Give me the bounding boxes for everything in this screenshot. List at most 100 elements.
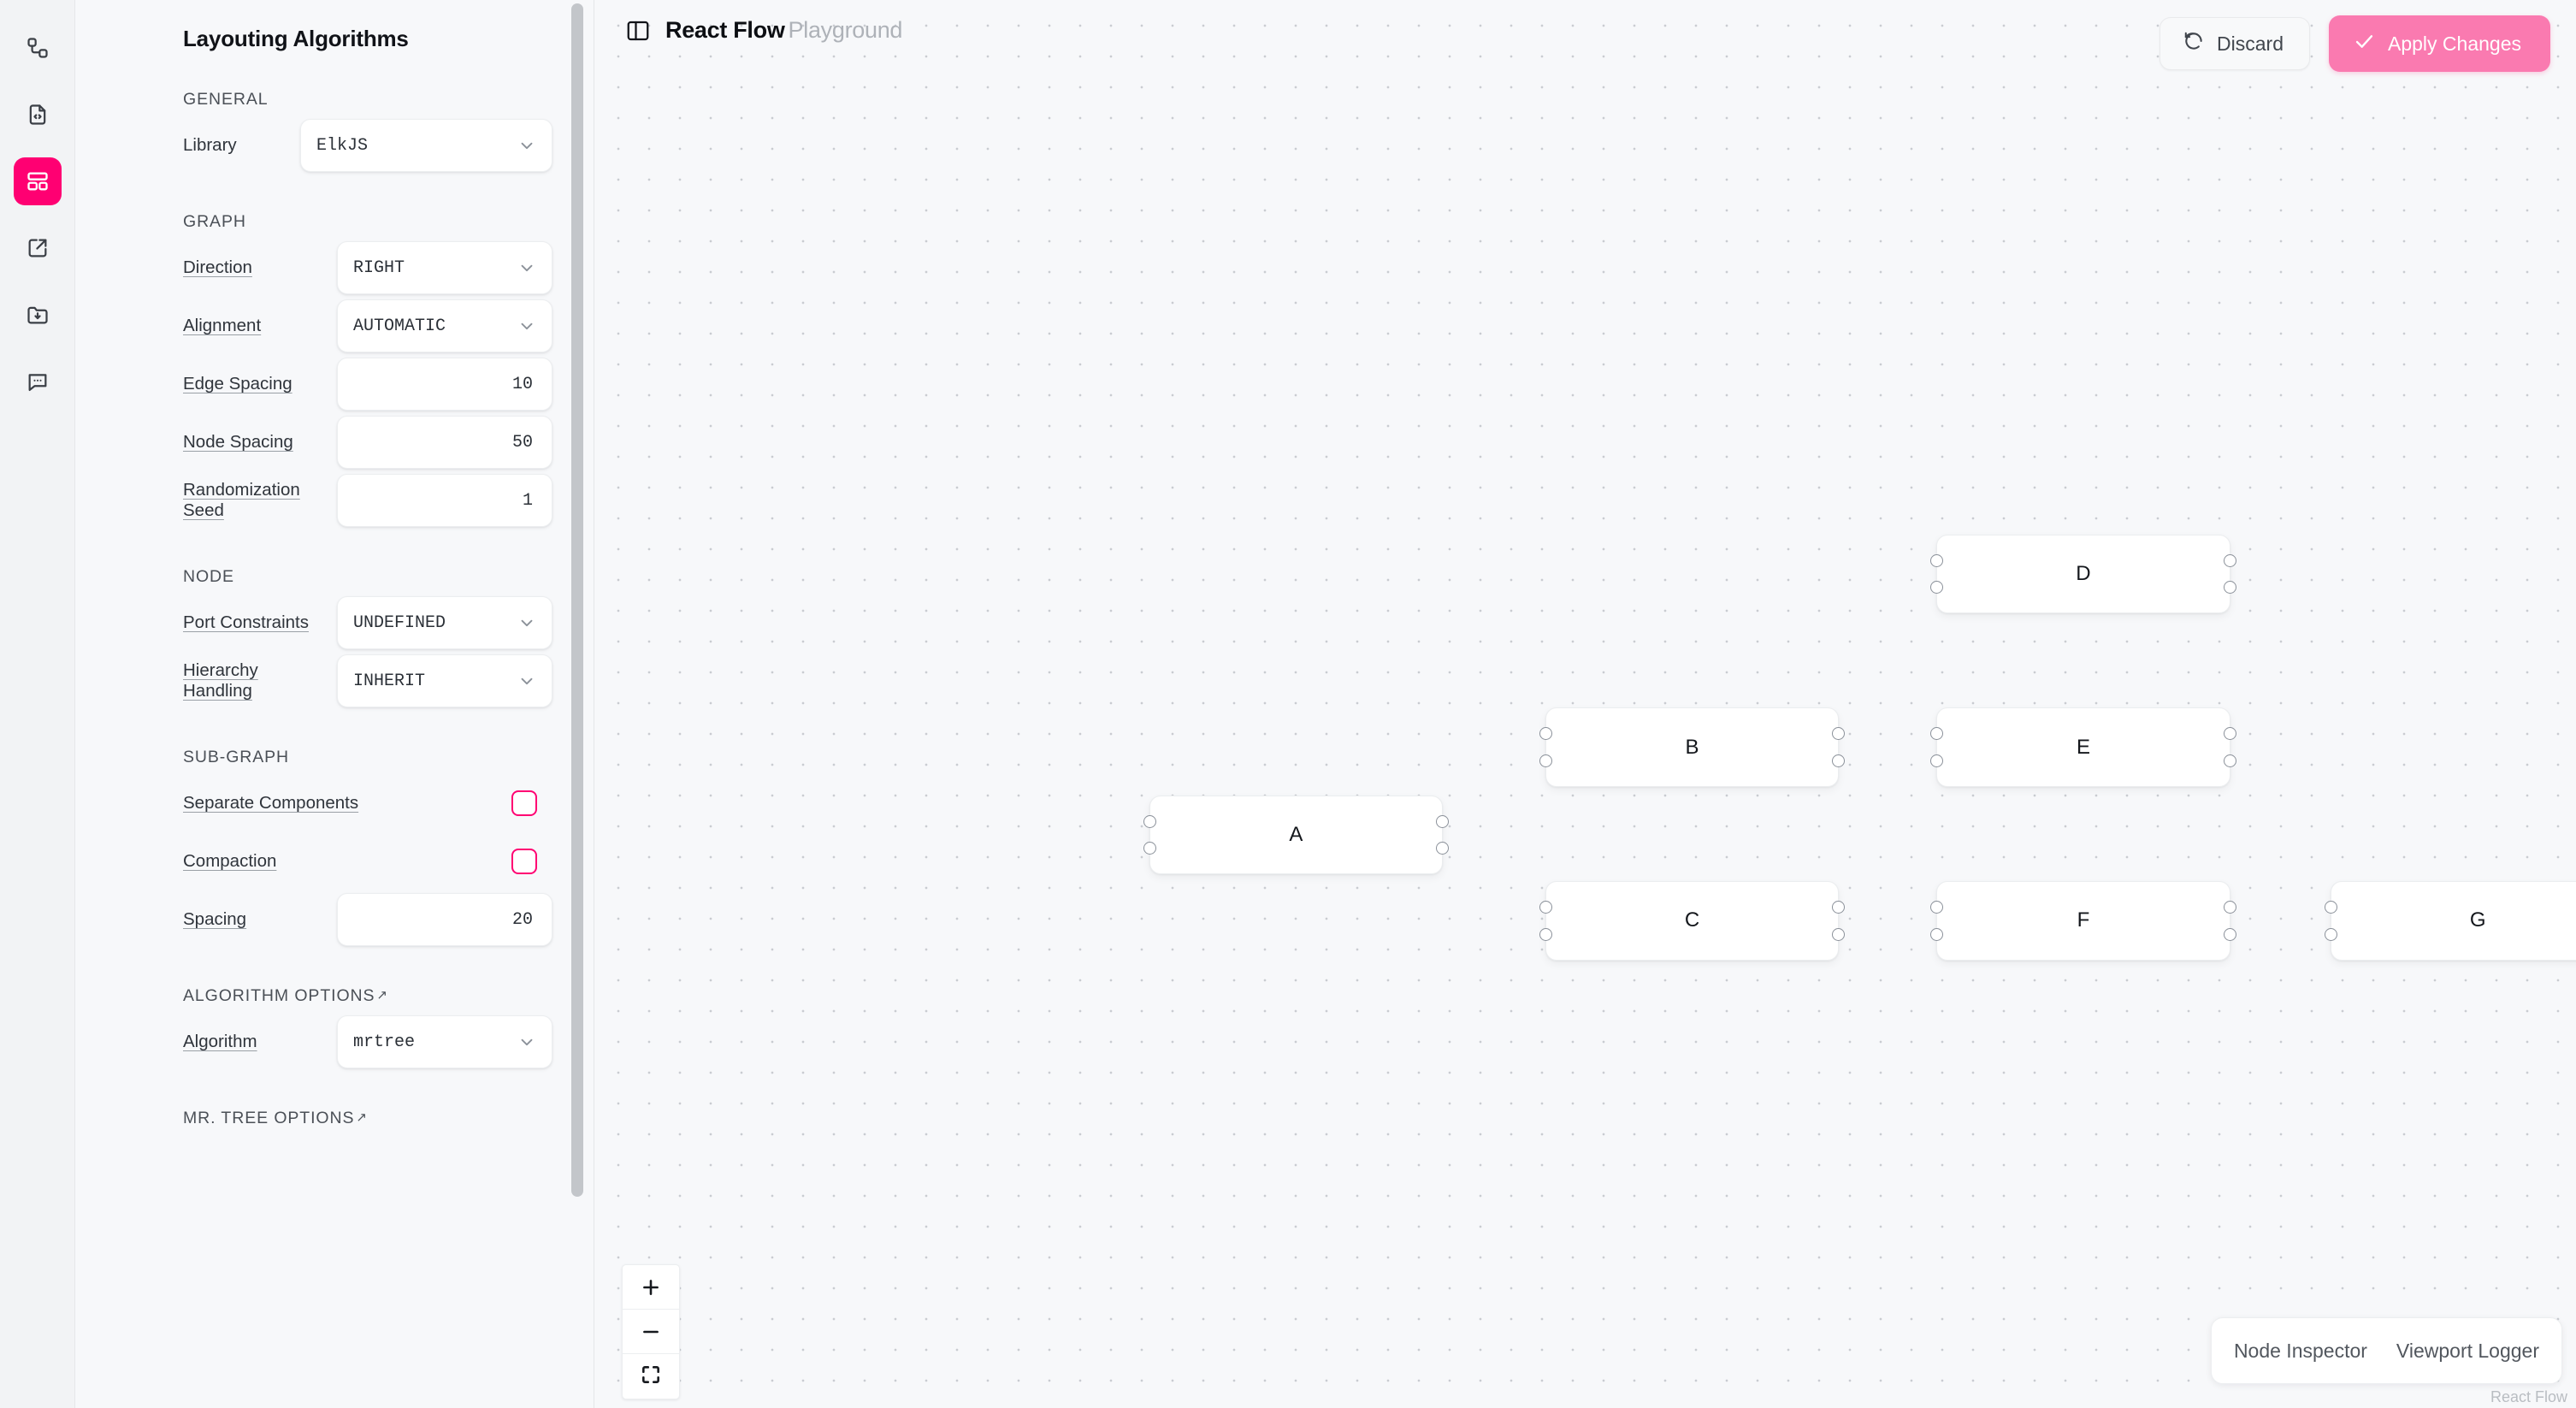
react-flow-attribution[interactable]: React Flow bbox=[2490, 1388, 2567, 1405]
setting-input-node-spacing[interactable]: 50 bbox=[337, 416, 552, 469]
node-handle[interactable] bbox=[1539, 727, 1552, 741]
zoom-controls bbox=[622, 1264, 680, 1399]
panel-toggle-icon[interactable] bbox=[625, 18, 651, 44]
apply-changes-button[interactable]: Apply Changes bbox=[2329, 15, 2550, 72]
setting-value-spacing: 20 bbox=[511, 909, 533, 930]
section-heading-graph: GRAPH bbox=[183, 212, 246, 231]
brand-name: React Flow bbox=[665, 17, 785, 43]
zoom-in-button[interactable] bbox=[623, 1265, 679, 1310]
fit-view-button[interactable] bbox=[623, 1354, 679, 1399]
setting-value-hierarchy-handling: INHERIT bbox=[353, 671, 426, 691]
node-handle[interactable] bbox=[1143, 814, 1156, 828]
node-handle[interactable] bbox=[1832, 901, 1846, 914]
setting-row-separate-components: Separate Components bbox=[75, 774, 552, 832]
flow-node-label: G bbox=[2469, 908, 2486, 932]
node-handle[interactable] bbox=[1832, 927, 1846, 941]
setting-input-spacing[interactable]: 20 bbox=[337, 893, 552, 946]
setting-value-edge-spacing: 10 bbox=[511, 374, 533, 394]
setting-select-library[interactable]: ElkJS bbox=[300, 119, 552, 172]
panel-title: Layouting Algorithms bbox=[183, 26, 409, 51]
node-handle[interactable] bbox=[1143, 842, 1156, 855]
node-handle[interactable] bbox=[1539, 927, 1552, 941]
node-handle[interactable] bbox=[2223, 901, 2236, 914]
devtools-tab-viewport-logger[interactable]: Viewport Logger bbox=[2396, 1339, 2539, 1362]
node-handle[interactable] bbox=[1539, 901, 1552, 914]
discard-label: Discard bbox=[2217, 32, 2284, 55]
devtools-tab-node-inspector[interactable]: Node Inspector bbox=[2233, 1339, 2367, 1362]
rail-item-workflow[interactable] bbox=[14, 24, 62, 72]
node-handle[interactable] bbox=[2325, 901, 2338, 914]
setting-input-randomization-seed[interactable]: 1 bbox=[337, 474, 552, 527]
external-link-arrow-icon: ↗ bbox=[356, 1110, 368, 1125]
node-handle[interactable] bbox=[2223, 553, 2236, 567]
flow-node[interactable]: B bbox=[1539, 707, 1846, 788]
flow-node-label: C bbox=[1684, 908, 1700, 932]
setting-select-direction[interactable]: RIGHT bbox=[337, 241, 552, 294]
zoom-out-button[interactable] bbox=[623, 1310, 679, 1354]
node-handle[interactable] bbox=[1832, 754, 1846, 768]
setting-label-edge-spacing: Edge Spacing bbox=[183, 374, 292, 393]
flow-node[interactable]: C bbox=[1539, 881, 1846, 961]
flow-node[interactable]: D bbox=[1930, 534, 2236, 614]
node-handle[interactable] bbox=[2325, 927, 2338, 941]
setting-value-alignment: AUTOMATIC bbox=[353, 316, 446, 336]
discard-button[interactable]: Discard bbox=[2159, 17, 2310, 70]
panel-scrollbar-thumb[interactable] bbox=[571, 3, 583, 1197]
check-icon bbox=[2353, 30, 2376, 58]
node-handle[interactable] bbox=[2223, 727, 2236, 741]
flow-node[interactable]: A bbox=[1143, 795, 1450, 875]
node-handle[interactable] bbox=[1539, 754, 1552, 768]
fit-view-icon bbox=[640, 1364, 662, 1390]
setting-label-spacing: Spacing bbox=[183, 909, 247, 929]
setting-input-edge-spacing[interactable]: 10 bbox=[337, 358, 552, 411]
setting-select-alignment[interactable]: AUTOMATIC bbox=[337, 299, 552, 352]
brand-suffix: Playground bbox=[788, 17, 903, 43]
folder-download-icon bbox=[26, 303, 50, 327]
setting-select-port-constraints[interactable]: UNDEFINED bbox=[337, 596, 552, 649]
rail-item-layout[interactable] bbox=[13, 157, 62, 205]
node-handle[interactable] bbox=[1930, 581, 1944, 595]
setting-value-port-constraints: UNDEFINED bbox=[353, 612, 446, 633]
setting-label-library: Library bbox=[183, 135, 237, 155]
node-handle[interactable] bbox=[1930, 927, 1944, 941]
setting-checkbox-separate-components[interactable] bbox=[511, 790, 537, 816]
node-handle[interactable] bbox=[1930, 754, 1944, 768]
rail-item-external-link[interactable] bbox=[14, 224, 62, 272]
flow-node[interactable]: G bbox=[2325, 881, 2576, 961]
rail-item-folder-download[interactable] bbox=[14, 291, 62, 339]
node-handle[interactable] bbox=[1930, 553, 1944, 567]
workflow-icon bbox=[26, 36, 50, 60]
icon-rail bbox=[0, 0, 75, 1408]
flow-node[interactable]: E bbox=[1930, 707, 2236, 788]
setting-label-hierarchy-handling: Hierarchy Handling bbox=[183, 660, 258, 701]
setting-value-library: ElkJS bbox=[316, 135, 369, 156]
node-handle[interactable] bbox=[2223, 927, 2236, 941]
node-handle[interactable] bbox=[1436, 842, 1450, 855]
node-handle[interactable] bbox=[2223, 581, 2236, 595]
node-handle[interactable] bbox=[1930, 901, 1944, 914]
setting-select-algorithm[interactable]: mrtree bbox=[337, 1015, 552, 1068]
node-handle[interactable] bbox=[1832, 727, 1846, 741]
setting-row-edge-spacing: Edge Spacing 10 bbox=[75, 355, 552, 413]
node-handle[interactable] bbox=[1930, 727, 1944, 741]
setting-select-hierarchy-handling[interactable]: INHERIT bbox=[337, 654, 552, 707]
rail-item-comments[interactable] bbox=[14, 358, 62, 405]
setting-checkbox-compaction[interactable] bbox=[511, 849, 537, 874]
flow-node[interactable]: F bbox=[1930, 881, 2236, 961]
section-heading-algorithm-options[interactable]: ALGORITHM OPTIONS↗ bbox=[183, 986, 388, 1005]
section-heading-mr-tree-options[interactable]: MR. TREE OPTIONS↗ bbox=[183, 1109, 368, 1127]
flow-node-label: A bbox=[1289, 823, 1303, 847]
section-heading-node: NODE bbox=[183, 567, 234, 586]
panel-scrollbar[interactable] bbox=[571, 0, 583, 1408]
rail-item-code-file[interactable] bbox=[14, 91, 62, 139]
node-handle[interactable] bbox=[2223, 754, 2236, 768]
node-handle[interactable] bbox=[1436, 814, 1450, 828]
setting-value-direction: RIGHT bbox=[353, 257, 405, 278]
